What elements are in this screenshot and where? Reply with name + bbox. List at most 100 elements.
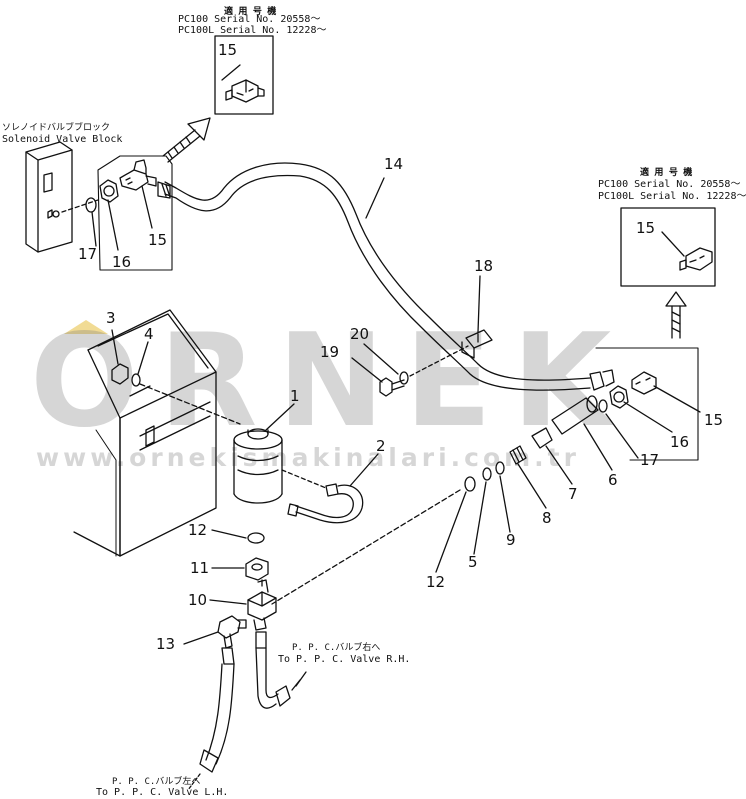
detail-box-right [620, 207, 716, 287]
callout-18: 18 [474, 257, 494, 275]
elbow-fitting-top-icon [225, 79, 265, 103]
callout-20: 20 [350, 325, 370, 343]
filter-leader-line [271, 489, 461, 605]
leader-16-left [107, 199, 119, 251]
callout-11: 11 [190, 559, 210, 577]
solenoid-en-label: Solenoid Valve Block [2, 134, 123, 145]
watermark-logo-triangle [64, 320, 108, 334]
leader-17-left [91, 211, 97, 247]
callout-4: 4 [144, 325, 154, 343]
leader-17-right [605, 413, 639, 459]
detail-frame-right [595, 347, 699, 461]
arrow-to-top-box-icon [162, 117, 211, 163]
leader-15-right [653, 385, 701, 413]
callout-3: 3 [106, 309, 116, 327]
ppc-lh-en-label: To P. P. C. Valve L.H. [96, 787, 229, 798]
leader-9 [499, 475, 511, 533]
detail-box-left [97, 155, 173, 271]
leader-19 [351, 357, 383, 383]
washer-20-icon [399, 371, 409, 385]
leader-14 [365, 177, 385, 219]
leader-12-left [211, 529, 247, 539]
callout-15-right: 15 [704, 411, 724, 429]
hose-14 [157, 162, 615, 391]
right-applies-label: 適 用 号 機 [640, 168, 693, 178]
right-pc100l-label: PC100L Serial No. 12228～ [598, 191, 746, 202]
solenoid-leader-line [61, 199, 99, 213]
solenoid-jp-label: ソレノイドバルブブロック [2, 123, 111, 133]
adapter-16-left-icon [99, 179, 119, 203]
washer-12-left-icon [247, 532, 265, 544]
callout-14: 14 [384, 155, 404, 173]
callout-16-left: 16 [112, 253, 132, 271]
callout-17-right: 17 [640, 451, 660, 469]
leader-8 [517, 463, 547, 509]
washer-4-icon [131, 373, 141, 387]
leader-1 [265, 403, 295, 431]
leader-13 [183, 631, 219, 645]
leader-5 [473, 481, 487, 555]
top-pc100l-label: PC100L Serial No. 12228～ [178, 25, 327, 36]
callout-15-left: 15 [148, 231, 168, 249]
sleeve-8-icon [509, 445, 527, 465]
o-ring-17-left [85, 197, 97, 213]
callout-19: 19 [320, 343, 340, 361]
tank-leader-line [139, 383, 241, 425]
ring-9-icon [495, 461, 505, 475]
callout-15-top: 15 [218, 41, 238, 59]
leader-6 [583, 423, 613, 471]
top-applies-label: 適 用 号 機 [224, 7, 277, 17]
hose-to-rh [255, 631, 307, 709]
hydraulic-tank [73, 309, 217, 557]
elbow-fitting-right-icon [679, 247, 713, 271]
arrow-to-right-box-icon [665, 291, 687, 339]
plug-3-icon [111, 363, 129, 385]
callout-12-right: 12 [426, 573, 446, 591]
o-ring-17-right [598, 399, 608, 413]
adapter-16-right-icon [609, 385, 629, 409]
leader-4 [137, 341, 149, 375]
ppc-rh-en-label: To P. P. C. Valve R.H. [278, 654, 411, 665]
leader-20 [363, 343, 399, 375]
ring-5-icon [482, 467, 492, 481]
leader-2 [349, 453, 379, 487]
leader-10 [209, 599, 247, 605]
ppc-rh-jp-label: P. P. C.バルブ右へ [292, 643, 381, 653]
hose-2 [287, 483, 364, 524]
leader-18 [477, 275, 481, 333]
leader-12-right [435, 491, 467, 573]
callout-12-left: 12 [188, 521, 208, 539]
ppc-lh-jp-label: P. P. C.バルブ左へ [112, 777, 201, 787]
tube-6-icon [551, 395, 599, 435]
callout-6: 6 [608, 471, 618, 489]
bolt-leader-line [409, 345, 469, 377]
solenoid-valve-block [25, 141, 73, 253]
callout-2: 2 [376, 437, 386, 455]
leader-16-right [623, 401, 673, 433]
nut-11-icon [245, 557, 269, 581]
callout-15-right-box: 15 [636, 219, 656, 237]
bolt-19-icon [379, 377, 405, 397]
callout-9: 9 [506, 531, 516, 549]
detail-box-top [214, 35, 274, 115]
callout-10: 10 [188, 591, 208, 609]
elbow-15-left-icon [119, 159, 157, 191]
hose-to-lh [187, 647, 235, 791]
nut-7-icon [531, 427, 553, 449]
callout-16-right: 16 [670, 433, 690, 451]
bracket-18 [461, 329, 493, 359]
watermark-brand: ORNEK [30, 307, 632, 456]
watermark-url: www.ornekismakinalari.com.tr [36, 443, 580, 472]
top-pc100-label: PC100 Serial No. 20558～ [178, 14, 321, 25]
callout-17-left: 17 [78, 245, 98, 263]
leader-15-left [141, 185, 153, 229]
block-10 [247, 579, 277, 631]
callout-8: 8 [542, 509, 552, 527]
leader-7 [545, 445, 573, 485]
right-pc100-label: PC100 Serial No. 20558～ [598, 179, 741, 190]
leader-3 [111, 329, 119, 365]
elbow-15-right-icon [631, 371, 657, 395]
callout-13: 13 [156, 635, 176, 653]
callout-5: 5 [468, 553, 478, 571]
